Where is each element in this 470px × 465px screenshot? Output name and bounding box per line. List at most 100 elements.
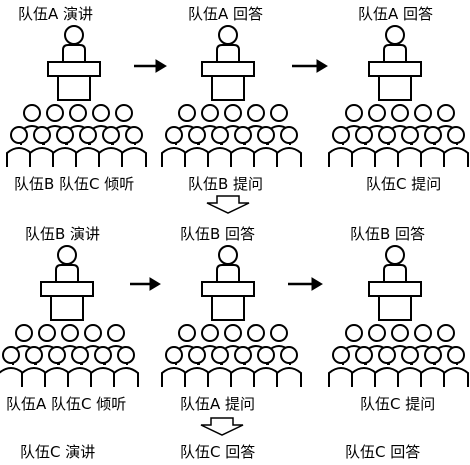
audience-back-head	[247, 104, 265, 122]
row1-stage1-scene	[6, 25, 147, 167]
audience-front-body	[253, 367, 279, 387]
audience-back-head	[23, 104, 41, 122]
audience-front-head	[234, 126, 252, 144]
speaker-head	[57, 245, 77, 265]
row1-stage2-scene	[161, 25, 302, 167]
podium-stand	[378, 295, 412, 321]
audience-front-head	[79, 126, 97, 144]
audience-front-head	[71, 346, 89, 364]
row2-stage1-scene	[0, 245, 139, 387]
audience-front-head	[25, 346, 43, 364]
podium-top	[201, 281, 255, 297]
audience-front-head	[280, 346, 298, 364]
audience-back-head	[414, 324, 432, 342]
audience-front-body	[6, 147, 32, 167]
audience-front-head	[188, 126, 206, 144]
audience-back-head	[437, 324, 455, 342]
audience-front-body	[113, 367, 139, 387]
right-arrow	[134, 59, 167, 73]
audience-front-body	[52, 147, 78, 167]
audience-front-body	[98, 147, 124, 167]
audience-front-body	[44, 367, 70, 387]
audience-front-head	[165, 346, 183, 364]
right-arrow	[288, 277, 323, 291]
row2-stage3-bottom-label: 队伍C 提问	[360, 395, 436, 413]
audience-front-head	[102, 126, 120, 144]
audience-front-head	[234, 346, 252, 364]
audience-back-head	[437, 104, 455, 122]
podium-stand	[50, 295, 84, 321]
right-arrow	[292, 59, 328, 73]
row3-stage1-top-label: 队伍C 演讲	[20, 443, 96, 461]
audience-front-body	[397, 147, 423, 167]
audience-front-head	[401, 126, 419, 144]
speaker-body	[383, 44, 407, 62]
audience-front-head	[332, 346, 350, 364]
audience-back-head	[345, 104, 363, 122]
right-arrow-head	[155, 59, 167, 73]
audience-front-head	[401, 346, 419, 364]
audience-front-body	[351, 367, 377, 387]
audience-front-body	[207, 147, 233, 167]
audience-front-head	[10, 126, 28, 144]
audience-front-body	[253, 147, 279, 167]
podium-stand	[378, 75, 412, 101]
audience-front-head	[125, 126, 143, 144]
audience-front-body	[374, 367, 400, 387]
audience-front-head	[280, 126, 298, 144]
row2-stage2-top-label: 队伍B 回答	[180, 225, 256, 243]
audience-front-head	[2, 346, 20, 364]
row1-stage1-bottom-label: 队伍B 队伍C 倾听	[14, 175, 135, 193]
speaker-head	[385, 245, 405, 265]
audience-front-head	[447, 126, 465, 144]
audience-front-head	[424, 126, 442, 144]
row1-stage1-top-label: 队伍A 演讲	[18, 5, 94, 23]
row3-stage3-top-label: 队伍C 回答	[345, 443, 421, 461]
row1-stage3-bottom-label: 队伍C 提问	[366, 175, 442, 193]
speaker-head	[385, 25, 405, 45]
podium-top	[47, 61, 101, 77]
audience-front-head	[378, 346, 396, 364]
audience-back-head	[201, 324, 219, 342]
right-arrow-head	[311, 277, 323, 291]
audience-back-head	[69, 104, 87, 122]
audience-front-body	[328, 147, 354, 167]
speaker-head	[218, 245, 238, 265]
audience-front-body	[75, 147, 101, 167]
podium-top	[368, 281, 422, 297]
right-arrow	[130, 277, 161, 291]
audience-front-body	[67, 367, 93, 387]
audience-front-head	[33, 126, 51, 144]
audience-front-body	[230, 367, 256, 387]
row1-stage3-top-label: 队伍A 回答	[358, 5, 434, 23]
audience-front-head	[165, 126, 183, 144]
audience-front-body	[276, 147, 302, 167]
audience-back-head	[224, 104, 242, 122]
audience-front-body	[0, 367, 24, 387]
speaker-body	[216, 264, 240, 282]
audience-front-body	[184, 147, 210, 167]
audience-front-head	[48, 346, 66, 364]
audience-back-head	[178, 104, 196, 122]
audience-back-head	[201, 104, 219, 122]
audience-back-head	[414, 104, 432, 122]
audience-front-body	[351, 147, 377, 167]
audience-front-body	[161, 367, 187, 387]
audience-front-head	[378, 126, 396, 144]
audience-back-head	[61, 324, 79, 342]
audience-front-body	[397, 367, 423, 387]
audience-front-head	[424, 346, 442, 364]
audience-front-body	[121, 147, 147, 167]
row2-stage3-scene	[328, 245, 469, 387]
audience-front-head	[188, 346, 206, 364]
audience-back-head	[368, 324, 386, 342]
audience-front-head	[257, 346, 275, 364]
audience-front-body	[420, 367, 446, 387]
podium-top	[40, 281, 94, 297]
row2-stage1-bottom-label: 队伍A 队伍C 倾听	[6, 395, 127, 413]
audience-front-body	[374, 147, 400, 167]
audience-back-head	[391, 104, 409, 122]
audience-back-head	[270, 104, 288, 122]
